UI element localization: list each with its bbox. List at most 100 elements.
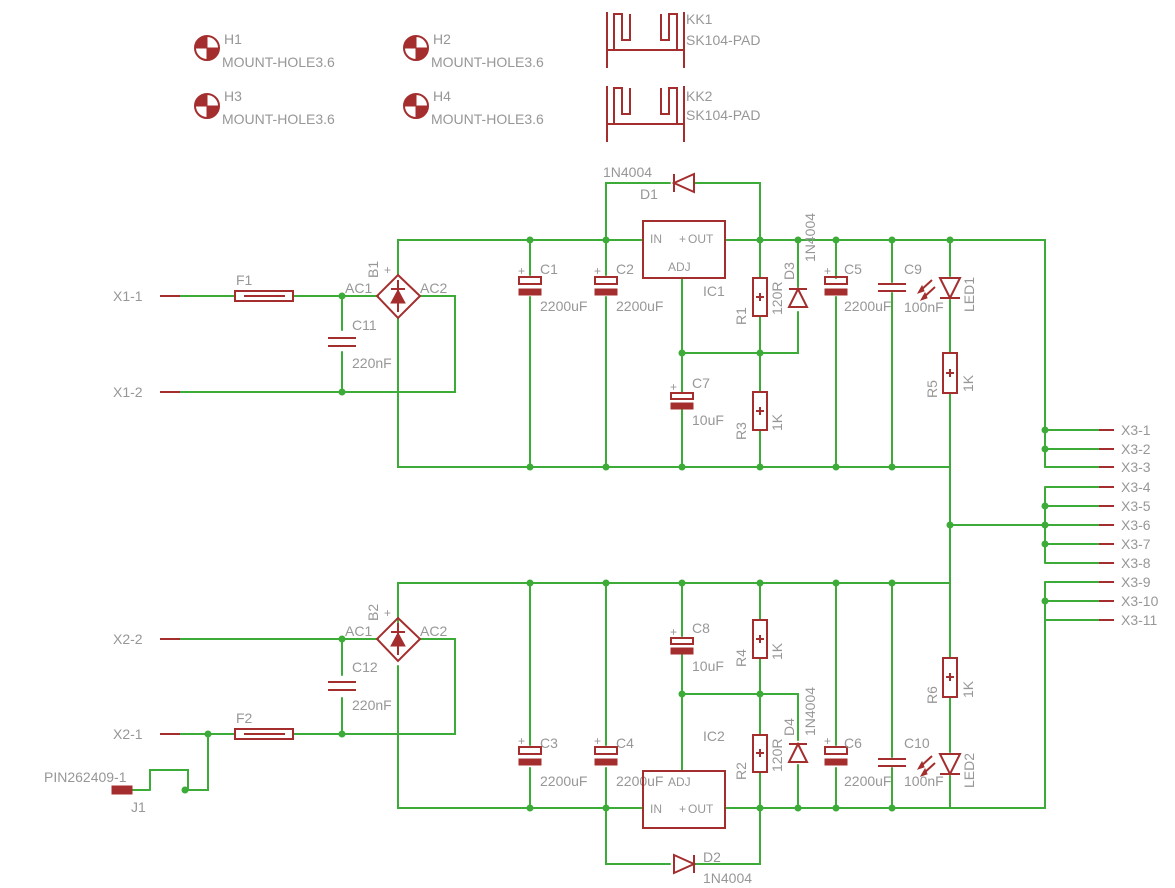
fuse-f2: F2 <box>234 710 294 740</box>
d2-value: 1N4004 <box>703 870 752 886</box>
led1-ref: LED1 <box>961 277 977 312</box>
x3-1-label: X3-1 <box>1121 422 1151 438</box>
c10-ref: C10 <box>904 735 930 751</box>
c5-plus: + <box>824 264 831 278</box>
connector-x2: X2-2 X2-1 <box>113 631 180 742</box>
mount-hole-icon <box>194 93 220 119</box>
h1-ref: H1 <box>224 31 242 47</box>
c4-plus: + <box>594 734 601 748</box>
c4-value: 2200uF <box>616 773 663 789</box>
c4-ref: C4 <box>616 735 634 751</box>
fuse-f1: F1 <box>234 272 294 302</box>
b1-ac2: AC2 <box>420 280 447 296</box>
diode-d3: D3 1N4004 <box>781 213 818 308</box>
b2-ac2: AC2 <box>420 623 447 639</box>
h4-value: MOUNT-HOLE3.6 <box>431 111 544 127</box>
resistor-r3: R3 1K <box>733 391 785 440</box>
h1-value: MOUNT-HOLE3.6 <box>222 54 335 70</box>
c5-value: 2200uF <box>844 298 891 314</box>
c3-plus: + <box>518 734 525 748</box>
r6-value: 1K <box>960 680 976 698</box>
x3-9-label: X3-9 <box>1121 574 1151 590</box>
c6-value: 2200uF <box>844 773 891 789</box>
r6-ref: R6 <box>924 686 940 704</box>
r3-ref: R3 <box>733 422 749 440</box>
x1-1-label: X1-1 <box>113 288 143 304</box>
c3-value: 2200uF <box>540 773 587 789</box>
c9-ref: C9 <box>904 261 922 277</box>
diode-d4: D4 1N4004 <box>781 687 818 763</box>
led-led2: LED2 <box>916 753 977 788</box>
jumper-j1: PIN262409-1 J1 <box>44 769 146 815</box>
c11-ref: C11 <box>352 317 377 333</box>
c9-value: 100nF <box>904 299 944 315</box>
c12-ref: C12 <box>352 659 378 675</box>
ic2-adj-pin: ADJ <box>668 775 691 789</box>
d4-value: 1N4004 <box>802 687 818 736</box>
capacitor-c7: + C7 10uF <box>670 375 724 428</box>
kk2-value: SK104-PAD <box>686 107 760 123</box>
capacitor-c4: + C4 2200uF <box>594 734 663 789</box>
capacitor-c5: + C5 2200uF <box>824 261 891 314</box>
resistor-r6: R6 1K <box>924 657 976 704</box>
capacitor-c3: + C3 2200uF <box>518 734 587 789</box>
mount-hole-h1: H1 MOUNT-HOLE3.6 <box>194 31 335 70</box>
capacitor-c12: C12 220nF <box>328 659 392 713</box>
f1-ref: F1 <box>236 272 253 288</box>
capacitor-c9: C9 100nF <box>878 261 944 315</box>
x2-2-label: X2-2 <box>113 631 143 647</box>
mount-hole-icon <box>403 93 429 119</box>
h2-value: MOUNT-HOLE3.6 <box>431 54 544 70</box>
capacitor-c10: C10 100nF <box>878 735 944 789</box>
d2-ref: D2 <box>703 849 721 865</box>
bridge-rectifier-b2: + AC1 AC2 B2 <box>345 604 447 663</box>
x2-1-label: X2-1 <box>113 726 143 742</box>
led-led1: LED1 <box>916 277 977 312</box>
h3-ref: H3 <box>224 88 242 104</box>
h3-value: MOUNT-HOLE3.6 <box>222 111 335 127</box>
ic2-in-pin: IN <box>650 802 662 816</box>
kk2-ref: KK2 <box>686 88 713 104</box>
mount-hole-h2: H2 MOUNT-HOLE3.6 <box>403 31 544 70</box>
x3-6-label: X3-6 <box>1121 517 1151 533</box>
wires <box>130 182 1106 865</box>
c3-ref: C3 <box>540 735 558 751</box>
c8-ref: C8 <box>692 620 710 636</box>
c1-ref: C1 <box>540 261 558 277</box>
r4-ref: R4 <box>733 649 749 667</box>
ic2-ref: IC2 <box>703 728 725 744</box>
mount-hole-h3: H3 MOUNT-HOLE3.6 <box>194 88 335 127</box>
heatsink-kk1: KK1 SK104-PAD <box>606 11 760 68</box>
b1-ref: B1 <box>365 261 381 278</box>
c2-value: 2200uF <box>616 298 663 314</box>
kk1-ref: KK1 <box>686 11 713 27</box>
c1-value: 2200uF <box>540 298 587 314</box>
bridge-rectifier-b1: + AC1 AC2 B1 <box>345 261 447 320</box>
c12-value: 220nF <box>352 697 392 713</box>
junctions <box>181 236 1049 812</box>
r2-ref: R2 <box>733 762 749 780</box>
c10-value: 100nF <box>904 773 944 789</box>
r1-value: 120R <box>769 282 785 315</box>
mount-hole-icon <box>403 35 429 61</box>
regulator-ic2: IN OUT ADJ + IC2 <box>642 728 726 829</box>
c1-plus: + <box>518 264 525 278</box>
b2-ref: B2 <box>365 604 381 621</box>
r1-ref: R1 <box>733 307 749 325</box>
j1-value: PIN262409-1 <box>44 769 127 785</box>
capacitor-c11: C11 220nF <box>328 317 392 371</box>
resistor-r5: R5 1K <box>924 352 976 398</box>
x3-5-label: X3-5 <box>1121 498 1151 514</box>
heatsink-icon <box>606 86 685 142</box>
resistor-r1: R1 120R <box>733 277 785 325</box>
r4-value: 1K <box>769 642 785 660</box>
c8-plus: + <box>670 625 677 639</box>
b2-plus: + <box>384 606 391 620</box>
svg-text:+: + <box>679 802 686 816</box>
heatsink-kk2: KK2 SK104-PAD <box>606 86 760 142</box>
resistor-r2: R2 120R <box>733 734 785 780</box>
ic1-ref: IC1 <box>703 283 725 299</box>
capacitor-c6: + C6 2200uF <box>824 734 891 789</box>
h2-ref: H2 <box>433 31 451 47</box>
